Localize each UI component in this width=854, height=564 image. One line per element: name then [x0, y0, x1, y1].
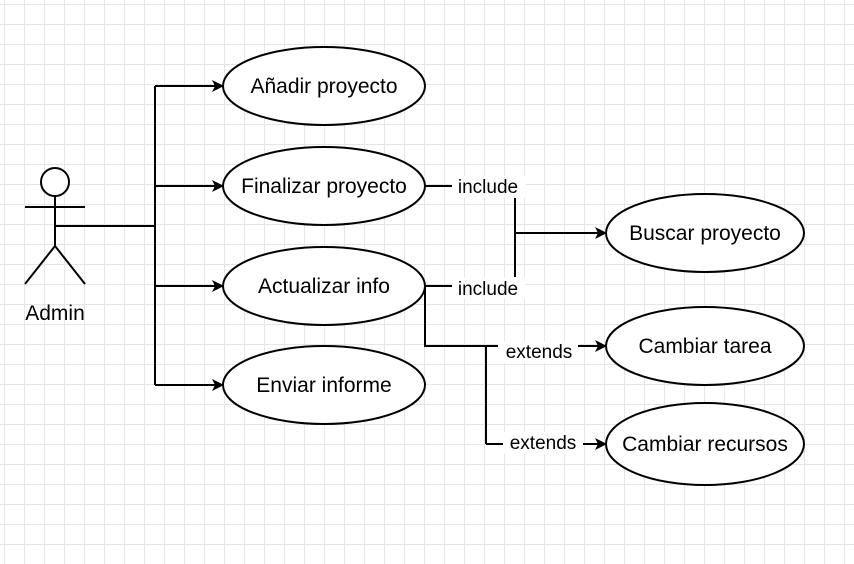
include-label-1: include	[458, 177, 518, 198]
actor-right-leg	[54, 245, 86, 285]
use-case-enviar-informe[interactable]: Enviar informe	[222, 345, 426, 425]
use-case-anadir-proyecto[interactable]: Añadir proyecto	[222, 46, 426, 126]
actor-head	[40, 167, 70, 197]
use-case-actualizar-info[interactable]: Actualizar info	[222, 246, 426, 326]
actor-left-leg	[24, 245, 56, 285]
extends-label-bg-2	[503, 432, 583, 454]
extends-label-bg-1	[498, 341, 578, 363]
use-case-ellipse	[222, 146, 426, 226]
use-case-ellipse	[605, 306, 805, 386]
use-case-label: Buscar proyecto	[629, 222, 781, 245]
include-connectors	[425, 185, 607, 287]
include-label-bg-1	[452, 176, 526, 198]
use-case-label: Añadir proyecto	[250, 75, 397, 98]
extends-label-1: extends	[506, 342, 573, 363]
use-case-ellipse	[222, 46, 426, 126]
use-case-ellipse	[222, 246, 426, 326]
use-case-label: Cambiar tarea	[638, 335, 771, 358]
use-case-label: Finalizar proyecto	[241, 175, 407, 198]
use-case-ellipse	[222, 345, 426, 425]
actor-admin[interactable]	[24, 167, 86, 285]
use-case-ellipse	[605, 402, 805, 486]
extends-trunk-line	[424, 286, 487, 444]
extends-label-2: extends	[510, 433, 577, 454]
use-case-ellipse	[605, 193, 805, 273]
use-case-label: Actualizar info	[258, 275, 390, 298]
actor-label: Admin	[25, 302, 85, 325]
relation-labels: include include extends extends	[452, 176, 583, 454]
use-case-buscar-proyecto[interactable]: Buscar proyecto	[605, 193, 805, 273]
use-case-cambiar-recursos[interactable]: Cambiar recursos	[605, 402, 805, 486]
include-bracket-line	[425, 185, 516, 287]
include-label-bg-2	[452, 277, 526, 299]
use-case-label: Enviar informe	[256, 374, 391, 397]
use-case-finalizar-proyecto[interactable]: Finalizar proyecto	[222, 146, 426, 226]
use-case-label: Cambiar recursos	[622, 433, 788, 456]
extends-connectors	[424, 286, 607, 450]
include-label-2: include	[458, 279, 518, 300]
actor-connectors	[55, 80, 224, 391]
use-case-cambiar-tarea[interactable]: Cambiar tarea	[605, 306, 805, 386]
